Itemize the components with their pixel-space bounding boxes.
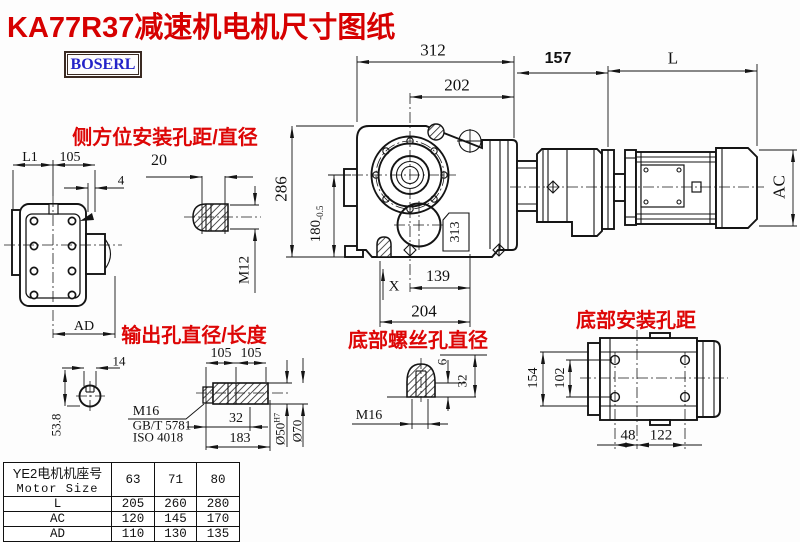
dim-313: 313 <box>448 221 463 243</box>
table-row-AC: AC 120 145 170 <box>3 511 240 527</box>
dim-out-32: 32 <box>229 411 243 426</box>
dim-48: 48 <box>620 427 636 444</box>
front-view-dimensions <box>286 56 797 327</box>
brand-logo: BOSERL <box>64 51 142 78</box>
dim-b6: 6 <box>434 358 450 366</box>
output-shaft-detail <box>128 358 308 451</box>
label-output-hole: 输出孔直径/长度 <box>121 325 267 347</box>
dim-204: 204 <box>411 301 437 321</box>
dim-122: 122 <box>649 427 673 444</box>
dim-M16: M16 <box>132 404 160 419</box>
bottom-view <box>540 330 728 449</box>
table-row-L: L 205 260 280 <box>3 496 240 512</box>
dim-iso: ISO 4018 <box>132 429 184 445</box>
side-hole-detail <box>146 175 261 293</box>
dim-out-105b: 105 <box>240 346 262 361</box>
dim-20: 20 <box>151 152 167 169</box>
dim-14: 14 <box>112 353 126 369</box>
left-side-view <box>4 160 124 412</box>
dim-53-8: 53.8 <box>48 413 64 437</box>
label-bottom-screw: 底部螺丝孔直径 <box>348 330 488 352</box>
dim-phi50: Ø50H7 <box>272 412 288 446</box>
dim-phi70: Ø70 <box>289 419 305 443</box>
brand-logo-text: BOSERL <box>67 54 139 75</box>
dim-154: 154 <box>526 367 541 389</box>
dim-105: 105 <box>59 150 81 165</box>
table-size-63: 63 <box>111 462 155 497</box>
dim-X: X <box>388 278 400 295</box>
table-row-AD: AD 110 130 135 <box>3 526 240 542</box>
dim-L1: L1 <box>22 150 38 165</box>
dim-out-105a: 105 <box>210 346 232 361</box>
dim-M12: M12 <box>236 255 253 285</box>
label-side-mount: 侧方位安装孔距/直径 <box>72 127 258 149</box>
dim-4: 4 <box>117 172 125 188</box>
dim-312: 312 <box>420 40 446 60</box>
motor-assembly <box>510 147 764 237</box>
dim-286: 286 <box>271 176 291 202</box>
dim-AD: AD <box>73 319 95 334</box>
dim-202: 202 <box>444 75 470 95</box>
bottom-screw-detail <box>352 354 487 429</box>
dim-157: 157 <box>544 50 572 67</box>
dim-AC: AC <box>769 175 789 199</box>
dim-102: 102 <box>553 367 568 389</box>
dim-180: 180-0.5 <box>308 205 325 243</box>
dim-bM16: M16 <box>355 408 383 423</box>
dim-out-183: 183 <box>229 431 251 446</box>
front-view-housing <box>343 93 518 292</box>
dim-gbt: GB/T 5781 <box>132 417 192 433</box>
table-size-71: 71 <box>154 462 197 497</box>
dim-L: L <box>667 48 679 68</box>
table-size-80: 80 <box>196 462 240 497</box>
page-title: KA77R37减速机电机尺寸图纸 <box>7 12 396 44</box>
dim-b32: 32 <box>454 374 470 388</box>
label-bottom-mount: 底部安装孔距 <box>576 310 696 332</box>
dim-139: 139 <box>426 268 450 285</box>
